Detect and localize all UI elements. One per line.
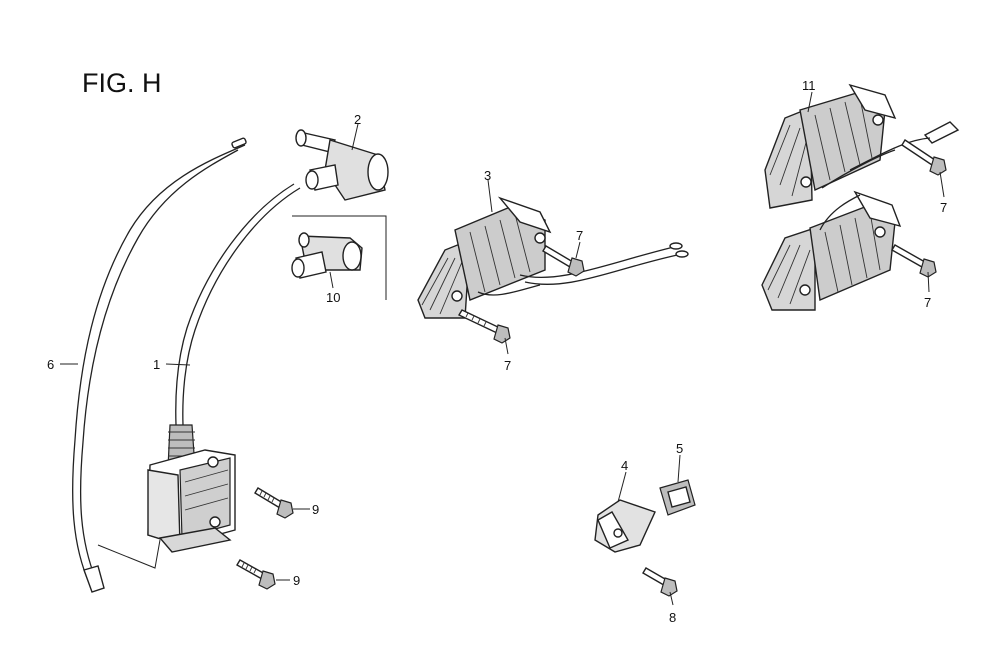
part-8-bolt: [642, 567, 678, 597]
callout-9b: 9: [293, 573, 300, 588]
part-7-bolt-right-upper: [901, 139, 947, 176]
part-2-plug-cap: [295, 129, 389, 201]
callout-7d: 7: [924, 295, 931, 310]
callout-7b: 7: [504, 358, 511, 373]
part-9-bolt-upper: [254, 487, 294, 519]
callout-5: 5: [676, 441, 683, 456]
callout-3: 3: [484, 168, 491, 183]
part-7-bolt-right-lower: [891, 244, 937, 278]
part-5-clip: [659, 479, 696, 516]
callout-2: 2: [354, 112, 361, 127]
callout-8: 8: [669, 610, 676, 625]
callout-7c: 7: [940, 200, 947, 215]
part-6-ground-wire: [71, 137, 247, 593]
part-11-exciter-coil-lower: [761, 190, 902, 311]
callout-6: 6: [47, 357, 54, 372]
callout-4: 4: [621, 458, 628, 473]
part-3-charge-coil: [417, 196, 689, 319]
part-4-bracket: [594, 499, 656, 553]
part-7-bolt-center-right: [542, 245, 585, 277]
part-11-exciter-coil-upper: [764, 83, 960, 209]
leader-lines: [60, 91, 945, 606]
part-10-plug-cap-alt: [291, 215, 387, 300]
part-1-ignition-coil: [147, 183, 301, 553]
callout-1: 1: [153, 357, 160, 372]
callout-9a: 9: [312, 502, 319, 517]
callout-11: 11: [802, 78, 816, 93]
part-7-bolt-center-lower: [458, 309, 511, 344]
callout-7a: 7: [576, 228, 583, 243]
figure-title: FIG. H: [82, 68, 162, 98]
callout-10: 10: [326, 290, 340, 305]
part-9-bolt-lower: [236, 559, 276, 590]
